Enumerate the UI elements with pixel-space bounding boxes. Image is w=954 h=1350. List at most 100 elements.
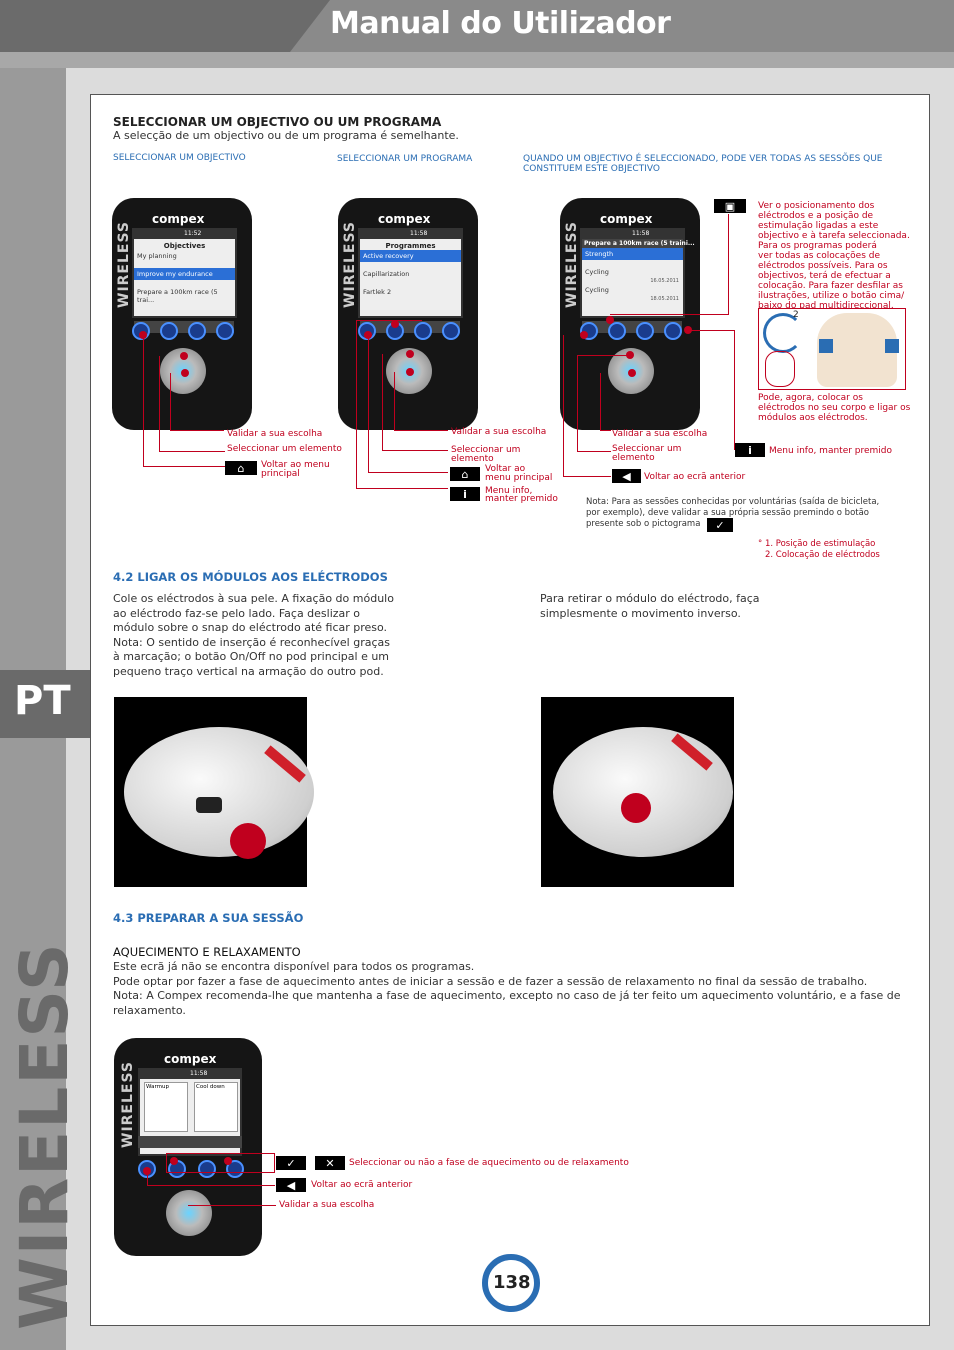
- callout-line: [734, 330, 735, 450]
- label-back-menu: Voltar ao menu: [261, 460, 330, 470]
- device-brand: compex: [164, 1052, 217, 1066]
- back-arrow-icon: ◀: [276, 1178, 306, 1192]
- header-slant: [290, 0, 954, 52]
- text-line: módulo sobre o snap do eléctrodo até fic…: [113, 621, 388, 634]
- text-line: ver todas as colocações de: [758, 251, 881, 261]
- screen-date: 18.05.2011: [650, 296, 679, 302]
- device-button-2[interactable]: [160, 322, 178, 340]
- callout-line: [394, 372, 395, 431]
- text-line: Nota: Para as sessões conhecidas por vol…: [586, 497, 880, 507]
- page-number-badge: [482, 1254, 540, 1312]
- legend-position: ° 1. Posição de estimulação: [758, 539, 876, 549]
- label-select: elemento: [612, 453, 655, 463]
- note-voluntary: Nota: Para as sessões conhecidas por vol…: [586, 497, 879, 530]
- callout-line: [577, 355, 578, 452]
- section-subtitle: AQUECIMENTO E RELAXAMENTO: [113, 945, 301, 959]
- marker-dot: [230, 823, 266, 859]
- screen-title: Programmes: [385, 242, 436, 250]
- page-number: 138: [493, 1272, 531, 1293]
- text-line: Pode, agora, colocar os: [758, 393, 863, 403]
- screen-icon-bar: [360, 321, 460, 333]
- caption-programme: SELECCIONAR UM PROGRAMA: [337, 154, 473, 164]
- text-line: Nota: O sentido de inserção é reconhecív…: [113, 635, 390, 649]
- back-arrow-icon: ◀: [612, 469, 641, 483]
- screen-icon-bar: [134, 321, 234, 333]
- figure-number: 2: [793, 310, 799, 320]
- module-attach-photo: [114, 697, 314, 887]
- callout-line: [159, 451, 225, 452]
- marker-dot: [170, 1157, 178, 1165]
- text-line: Pode optar por fazer a fase de aquecimen…: [113, 974, 868, 988]
- text-line: à marcação; o botão On/Off no pod princi…: [113, 650, 390, 663]
- section-title: 4.3 PREPARAR A SUA SESSÃO: [113, 911, 304, 925]
- text-line: simplesmente o movimento inverso.: [540, 606, 741, 620]
- text-line: Nota: A Compex recomenda-lhe que mantenh…: [113, 989, 901, 1002]
- text-line: Este ecrã já não se encontra disponível …: [113, 960, 475, 973]
- screen-title: Prepare a 100km race (5 traini...: [582, 239, 695, 248]
- label-back-menu: menu principal: [485, 473, 553, 483]
- label-back-menu: Voltar ao: [485, 464, 526, 474]
- device-screen: 11:58 Prepare a 100km race (5 traini... …: [580, 228, 695, 318]
- callout-line: [166, 1153, 167, 1173]
- callout-line: [170, 373, 171, 431]
- device-button-3[interactable]: [198, 1160, 216, 1178]
- callout-line: [147, 1185, 275, 1186]
- text-line: presente sob o pictograma: [586, 519, 701, 529]
- device-side-label: WIRELESS: [342, 220, 358, 308]
- text-line: ao eléctrodo faz-se pelo lado. Faça desl…: [113, 606, 361, 620]
- text-line: eléctrodos e a posição de: [758, 211, 874, 221]
- callout-line: [610, 314, 728, 315]
- device-side-label: WIRELESS: [116, 220, 132, 308]
- device-button-4[interactable]: [664, 322, 682, 340]
- screen-item: My planning: [137, 252, 177, 260]
- multidirectional-pad[interactable]: [166, 1190, 212, 1236]
- text-line: baixo do pad multidireccional.: [758, 301, 894, 311]
- device-button-4[interactable]: [216, 322, 234, 340]
- device-button-4[interactable]: [442, 322, 460, 340]
- label-select-phase: Seleccionar ou não a fase de aquecimento…: [349, 1158, 629, 1168]
- marker-dot: [224, 1157, 232, 1165]
- text-line: eléctrodos possíveis. Para os: [758, 261, 888, 271]
- callout-line: [356, 320, 357, 489]
- callout-line: [356, 488, 448, 489]
- text-line: relaxamento.: [113, 1003, 186, 1017]
- device-screen: 11:58 Programmes Active recovery Capilla…: [358, 228, 463, 318]
- text-line: Cole os eléctrodos à sua pele. A fixação…: [113, 592, 394, 605]
- callout-line: [563, 476, 611, 477]
- page-title: Manual do Utilizador: [330, 6, 671, 41]
- label-back-previous: Voltar ao ecrã anterior: [311, 1180, 413, 1190]
- device-button-3[interactable]: [188, 322, 206, 340]
- device-programmes: compex WIRELESS 11:58 Programmes Active …: [338, 198, 478, 430]
- marker-dot: [580, 331, 588, 339]
- warmup-text: Este ecrã já não se encontra disponível …: [113, 960, 913, 1018]
- callout-line: [577, 355, 629, 356]
- label-validate: Validar a sua escolha: [279, 1200, 375, 1210]
- text-line: Ver o posicionamento dos: [758, 201, 875, 211]
- marker-dot: [406, 368, 414, 376]
- device-button-3[interactable]: [636, 322, 654, 340]
- callout-line: [368, 335, 369, 473]
- caption-objective: SELECCIONAR UM OBJECTIVO: [113, 153, 246, 163]
- screen-title: Objectives: [163, 242, 206, 250]
- callout-line: [382, 450, 448, 451]
- screen-item: Cycling: [585, 286, 609, 294]
- device-brand: compex: [152, 212, 205, 226]
- device-button-3[interactable]: [414, 322, 432, 340]
- screen-item-selected: Improve my endurance: [134, 268, 235, 280]
- screen-item-selected: Active recovery: [360, 250, 461, 262]
- callout-line: [563, 335, 564, 477]
- screen-date: 16.05.2011: [650, 278, 679, 284]
- device-button-4[interactable]: [226, 1160, 244, 1178]
- device-brand: compex: [378, 212, 431, 226]
- label-select: Seleccionar um elemento: [227, 444, 342, 454]
- callout-line: [170, 430, 224, 431]
- label-info: Menu info,: [485, 486, 533, 496]
- callout-line: [394, 430, 448, 431]
- callout-line: [356, 320, 422, 321]
- callout-line: [688, 330, 734, 331]
- language-tab: [0, 670, 92, 738]
- device-button-2[interactable]: [608, 322, 626, 340]
- label-validate: Validar a sua escolha: [227, 429, 323, 439]
- callout-line: [368, 472, 448, 473]
- text-line: módulos aos eléctrodos.: [758, 413, 868, 423]
